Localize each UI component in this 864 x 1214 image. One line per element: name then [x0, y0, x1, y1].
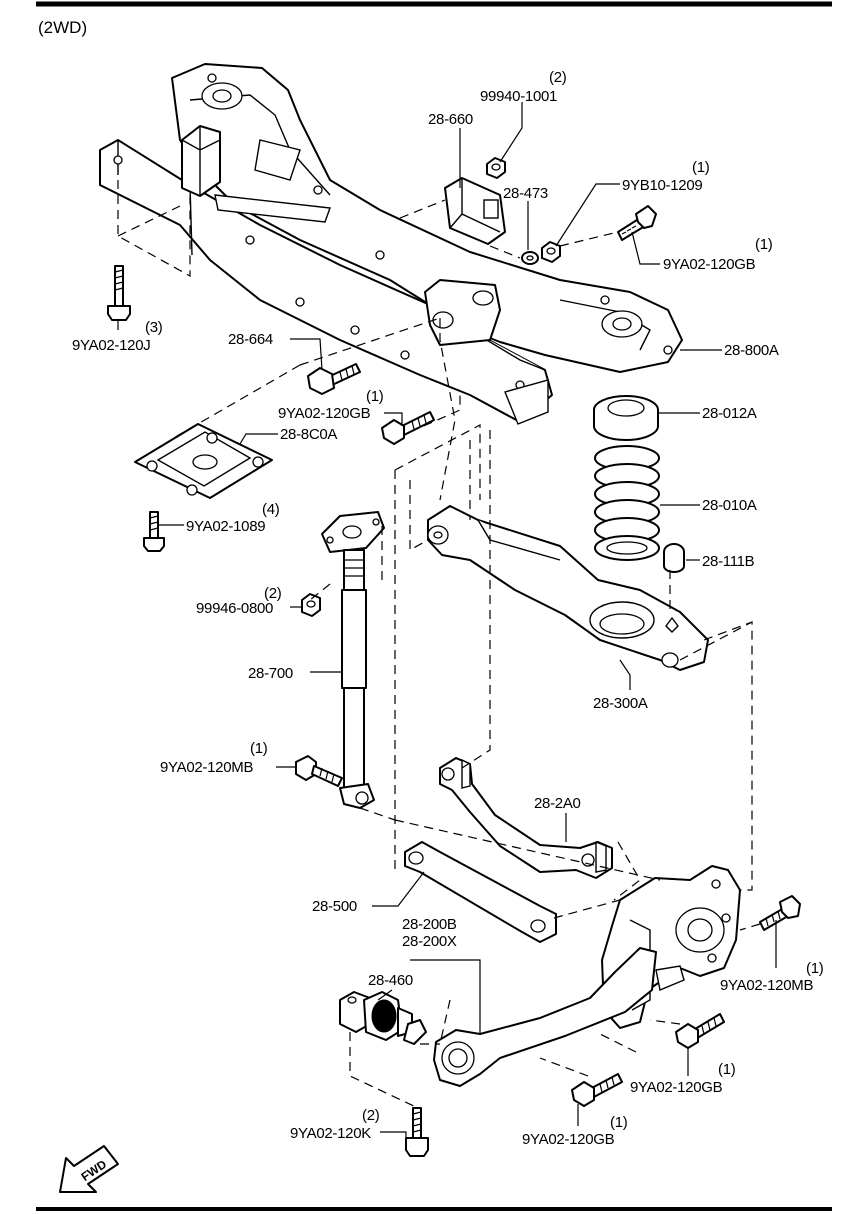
upper-bracket [181, 125, 221, 197]
label-9ya02-120gb-mid-qty: (1) [366, 388, 384, 405]
lateral-link-28-500 [404, 841, 557, 943]
label-28-8c0a: 28-8C0A [280, 426, 337, 443]
label-9ya02-1089-qty: (4) [262, 501, 280, 518]
mid-bracket [424, 279, 501, 346]
module-28-660 [444, 177, 506, 245]
label-28-800a: 28-800A [724, 342, 779, 359]
trailing-arm-28-200b [433, 947, 657, 1087]
label-9ya02-120gb-low1-qty: (1) [718, 1061, 736, 1078]
label-9ya02-120gb-mid: 9YA02-120GB [278, 405, 371, 422]
label-9ya02-120gb-top-qty: (1) [755, 236, 773, 253]
label-9ya02-120gb-low1: 9YA02-120GB [630, 1079, 723, 1096]
label-28-473: 28-473 [503, 185, 548, 202]
label-28-300a: 28-300A [593, 695, 648, 712]
lower-arm-28-300a [427, 505, 709, 671]
nut-9yb10-1209 [541, 241, 561, 263]
washer-28-473 [521, 251, 539, 265]
bolt-9ya02-120mb-right [759, 895, 801, 931]
label-9ya02-120k: 9YA02-120K [290, 1125, 371, 1142]
label-9ya02-1089: 9YA02-1089 [186, 518, 265, 535]
fwd-arrow-icon: FWD [59, 1145, 119, 1193]
label-9yb10-1209: 9YB10-1209 [622, 177, 702, 194]
crossmember-28-800a [171, 63, 683, 373]
label-99946-0800: 99946-0800 [196, 600, 273, 617]
label-9ya02-120mb-right-qty: (1) [806, 960, 824, 977]
bolt-9ya02-120mb-left [295, 755, 343, 787]
bolt-9ya02-1089 [143, 511, 165, 552]
label-28-660: 28-660 [428, 111, 473, 128]
label-9ya02-120k-qty: (2) [362, 1107, 380, 1124]
label-28-500: 28-500 [312, 898, 357, 915]
leader-lines [117, 102, 777, 1146]
label-28-111b: 28-111B [702, 553, 755, 570]
label-28-700: 28-700 [248, 665, 293, 682]
bolt-9ya02-120gb-low2 [571, 1073, 623, 1107]
assembly-lines [117, 180, 761, 1109]
label-28-2a0: 28-2A0 [534, 795, 581, 812]
variant-label: (2WD) [38, 18, 87, 37]
bolt-9ya02-120gb-top [617, 205, 657, 241]
label-9ya02-120mb-right: 9YA02-120MB [720, 977, 813, 994]
label-99946-qty: (2) [264, 585, 282, 602]
label-99940-qty: (2) [549, 69, 567, 86]
label-9ya02-120mb-left-qty: (1) [250, 740, 268, 757]
label-9ya02-120gb-low2: 9YA02-120GB [522, 1131, 615, 1148]
bolt-9ya02-120gb-low1 [675, 1013, 725, 1049]
label-28-010a: 28-010A [702, 497, 757, 514]
shock-absorber-28-700 [321, 511, 385, 809]
bushing-28-460 [339, 991, 427, 1045]
bolt-9ya02-120j [107, 265, 131, 321]
plate-28-8c0a [134, 423, 273, 499]
label-99940-1001: 99940-1001 [480, 88, 557, 105]
side-rail [99, 139, 553, 425]
label-28-460: 28-460 [368, 972, 413, 989]
label-28-012a: 28-012A [702, 405, 757, 422]
label-9ya02-120j-qty: (3) [145, 319, 163, 336]
upper-arm-28-2a0 [439, 757, 613, 879]
label-28-200x: 28-200X [402, 933, 457, 950]
label-28-664: 28-664 [228, 331, 273, 348]
label-9ya02-120j: 9YA02-120J [72, 337, 150, 354]
bolt-28-664 [307, 363, 361, 395]
spring-seat-28-012a [593, 395, 659, 441]
coil-spring-28-010a [594, 445, 660, 561]
label-9ya02-120gb-low2-qty: (1) [610, 1114, 628, 1131]
label-9ya02-120mb-left: 9YA02-120MB [160, 759, 253, 776]
bump-stop-28-111b [663, 543, 685, 573]
label-28-200b: 28-200B [402, 916, 457, 933]
label-9yb10-qty: (1) [692, 159, 710, 176]
nut-99946-0800 [301, 593, 321, 617]
nut-99940-1001 [486, 157, 506, 179]
bolt-9ya02-120gb-mid [381, 411, 435, 445]
label-9ya02-120gb-top: 9YA02-120GB [663, 256, 756, 273]
bolt-9ya02-120k [405, 1107, 429, 1157]
